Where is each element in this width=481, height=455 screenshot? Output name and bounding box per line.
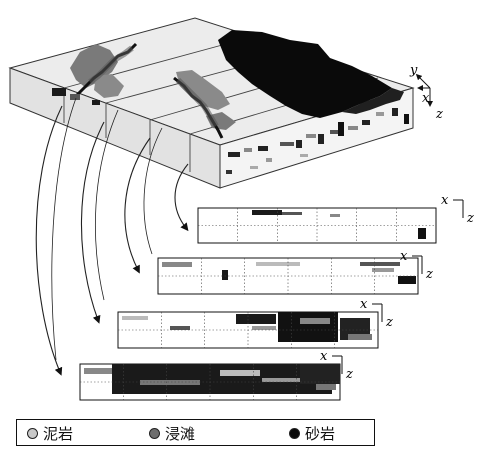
- section-facies-body: [140, 380, 200, 385]
- block-front-mark: [92, 100, 100, 105]
- block-shoal-mid: [176, 70, 230, 110]
- reservoir-block: y x z: [8, 17, 443, 189]
- block-front-mark: [52, 88, 66, 96]
- block-channel-left-fill: [88, 45, 134, 85]
- section-panel-1: xz: [197, 193, 474, 244]
- section-facies-body: [252, 326, 276, 330]
- section-axis-z-label: z: [345, 367, 353, 382]
- block-axis-x-label: x: [422, 91, 430, 106]
- section-facies-body: [282, 212, 302, 215]
- section-axis-triad: [412, 255, 423, 274]
- arrow-to-section-1: [174, 163, 189, 232]
- arrow-to-section-3: [80, 121, 105, 324]
- section-facies-body: [256, 262, 300, 266]
- arrow-from-front-1: [51, 97, 77, 361]
- section-axis-triad: [453, 199, 464, 218]
- section-facies-body: [372, 268, 394, 272]
- facies-legend: 泥岩 浸滩 砂岩: [16, 419, 375, 446]
- section-axis-x-label: x: [320, 349, 328, 364]
- section-facies-body: [222, 270, 228, 280]
- section-facies-body: [348, 334, 372, 340]
- legend-label-mudstone: 泥岩: [43, 424, 74, 443]
- section-axis-z-label: z: [425, 267, 433, 282]
- block-sandstone-edge: [342, 88, 404, 114]
- section-facies-body: [360, 262, 400, 266]
- legend-dot-mudstone: [27, 427, 38, 439]
- section-axis-z-label: z: [385, 315, 393, 330]
- legend-item-shoal: 浸滩: [149, 424, 196, 443]
- block-front-mark: [70, 94, 80, 100]
- arrow-from-front-3: [143, 127, 163, 255]
- section-axis-x-label: x: [441, 193, 449, 208]
- block-axis-triad: [415, 73, 433, 107]
- section-facies-body: [170, 326, 190, 330]
- section-facies-body: [418, 228, 426, 239]
- section-facies-body: [300, 318, 330, 324]
- section-axis-x-label: x: [360, 297, 368, 312]
- block-sandstone-body: [218, 30, 392, 118]
- section-axis-triad: [332, 355, 343, 374]
- section-facies-body: [278, 312, 338, 342]
- legend-dot-sandstone: [289, 427, 300, 439]
- block-shoal-left-2: [94, 74, 124, 98]
- section-facies-body: [262, 378, 322, 382]
- section-facies-body: [162, 262, 192, 267]
- block-shoal-left: [70, 44, 118, 88]
- section-facies-body: [330, 214, 340, 217]
- section-facies-body: [300, 364, 340, 384]
- section-panel-2: xz: [157, 249, 433, 295]
- legend-item-sandstone: 砂岩: [289, 424, 336, 443]
- section-panel-4: xz: [79, 349, 353, 401]
- section-facies-body: [398, 276, 416, 284]
- legend-dot-shoal: [149, 427, 160, 439]
- section-facies-body: [84, 368, 114, 374]
- block-right-face-facies: [226, 108, 409, 174]
- arrow-to-section-4: [35, 105, 63, 376]
- arrow-from-front-2: [94, 109, 119, 301]
- block-axis-z-label: z: [435, 107, 443, 122]
- legend-item-mudstone: 泥岩: [27, 424, 74, 443]
- block-axis-y-label: y: [409, 63, 418, 78]
- section-facies-body: [236, 314, 276, 324]
- section-facies-body: [122, 316, 148, 320]
- block-channel-mid-fill: [175, 77, 219, 128]
- section-panel-3: xz: [117, 297, 393, 349]
- section-arrows: [35, 97, 189, 376]
- arrow-to-section-2: [124, 137, 151, 274]
- section-facies-body: [316, 384, 336, 390]
- section-facies-body: [220, 370, 260, 376]
- legend-label-shoal: 浸滩: [165, 424, 196, 443]
- section-facies-body: [252, 210, 282, 215]
- section-axis-triad: [372, 303, 383, 322]
- section-axis-x-label: x: [400, 249, 408, 264]
- legend-label-sandstone: 砂岩: [305, 424, 336, 443]
- section-axis-z-label: z: [466, 211, 474, 226]
